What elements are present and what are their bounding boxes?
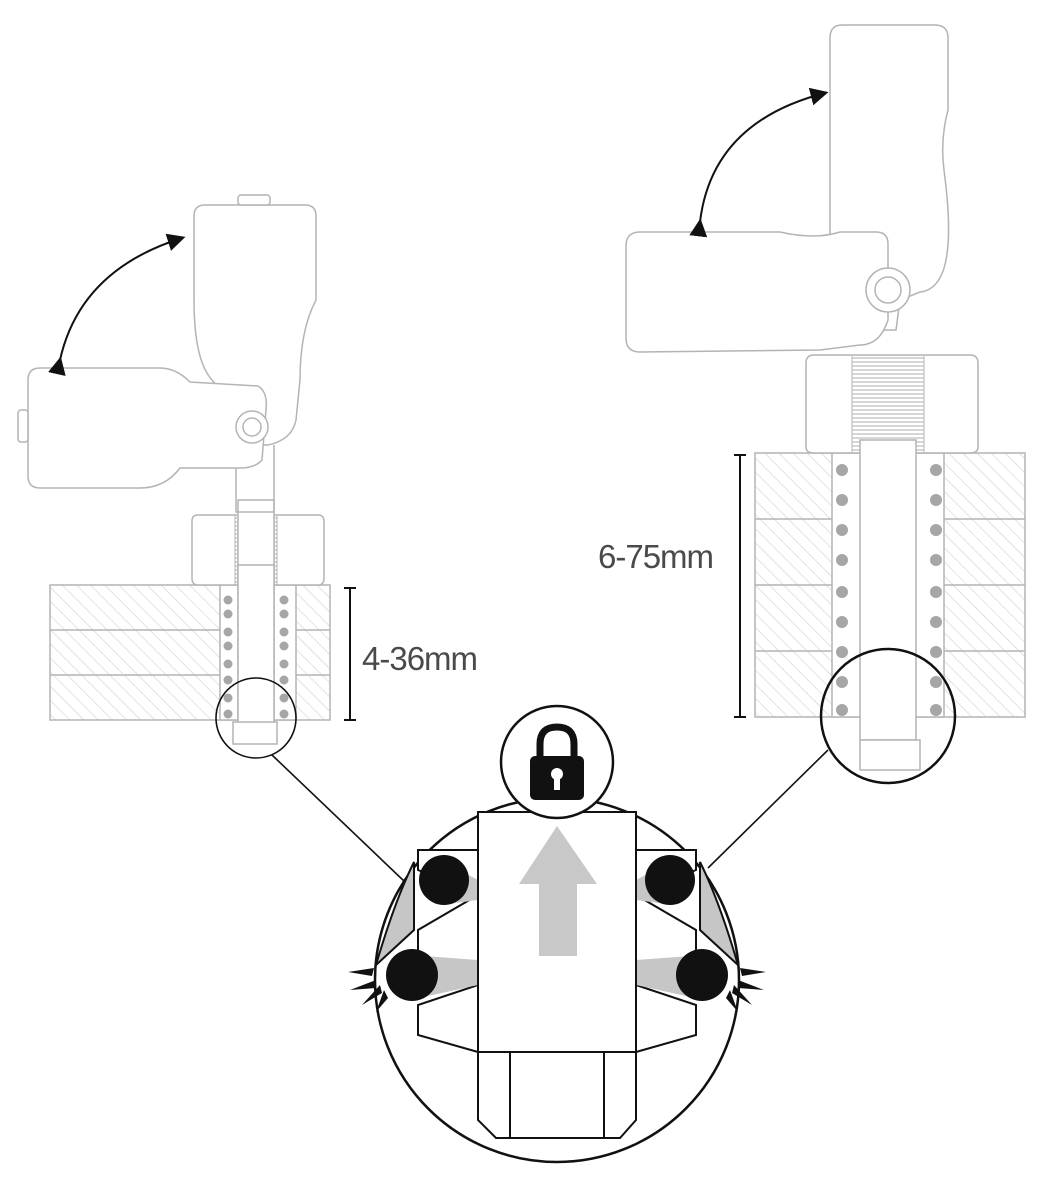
left-clamping-balls [223,595,289,719]
right-range-label: 6-75mm [598,538,713,575]
right-spindle [859,439,917,741]
right-clamping-balls [836,464,942,716]
arrow-up-icon [519,826,597,956]
left-dimension-line [344,587,356,721]
right-dimension-line [734,454,746,718]
right-pressure-marks-icon [726,968,766,1012]
left-lever-lowered [27,367,268,489]
left-range-label: 4-36mm [362,640,477,677]
left-pressure-marks-icon [348,968,388,1012]
right-magnifier-circle [819,647,957,785]
right-tool: 6-75mm [598,24,1026,869]
left-magnifier-circle [215,677,297,759]
detail-clamping-balls [386,855,728,1001]
right-swing-arrow-icon [689,87,829,238]
lock-icon [530,723,584,800]
left-swing-arrow-icon [48,233,186,377]
right-lever-lowered [625,231,889,353]
detail-hex-nut [477,1051,637,1139]
left-tool: 4-36mm [17,194,478,883]
detail-view [348,704,766,1164]
